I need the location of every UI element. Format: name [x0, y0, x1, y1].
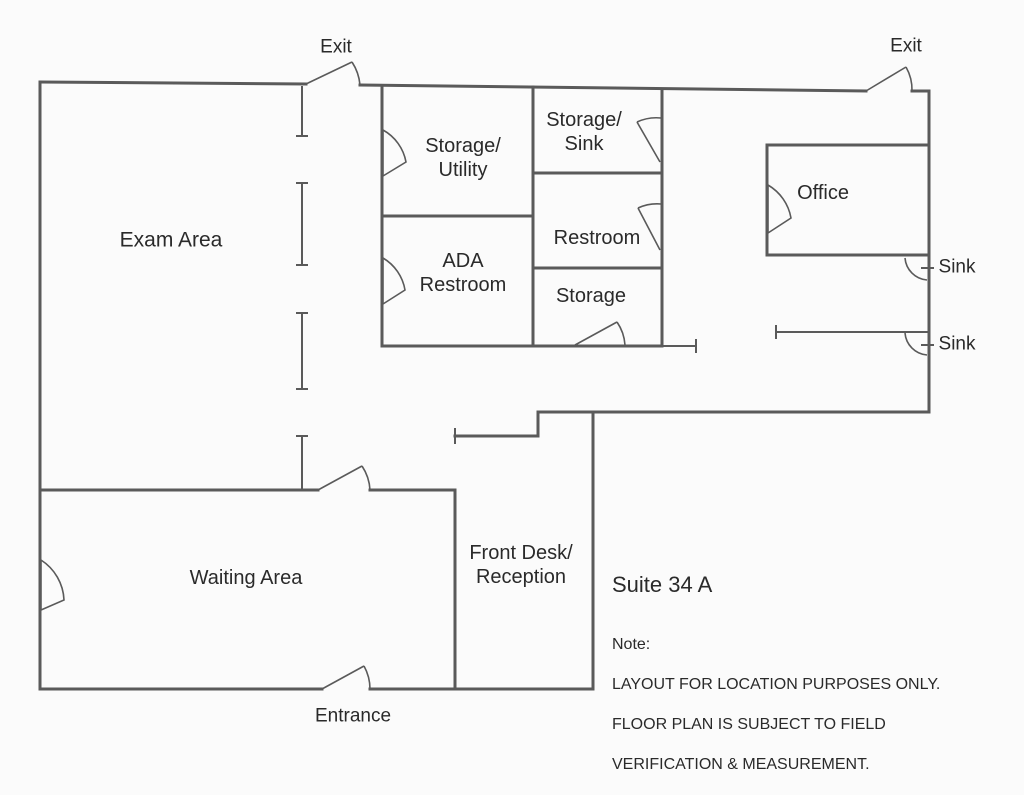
waiting-walls	[38, 488, 457, 691]
note-line-2: FLOOR PLAN IS SUBJECT TO FIELD	[612, 716, 886, 733]
office-walls	[765, 143, 931, 339]
note-block: Note: LAYOUT FOR LOCATION PURPOSES ONLY.…	[612, 615, 940, 795]
core-rooms	[380, 84, 697, 353]
office-label: Office	[797, 182, 849, 204]
note-line-1: LAYOUT FOR LOCATION PURPOSES ONLY.	[612, 676, 941, 693]
exit-right-label: Exit	[890, 35, 922, 57]
sink-label-2: Sink	[938, 333, 976, 355]
door-entrance	[321, 665, 371, 690]
exam-area-label: Exam Area	[119, 228, 223, 252]
ada-restroom-label: ADA Restroom	[419, 250, 507, 296]
sinks	[904, 257, 934, 356]
door-storage	[574, 321, 626, 346]
front-desk-label: Front Desk/ Reception	[469, 542, 573, 588]
door-office	[767, 184, 792, 234]
door-exit-left	[305, 61, 361, 86]
floor-plan	[38, 61, 934, 691]
restroom-label: Restroom	[553, 227, 641, 249]
door-waiting-left	[40, 559, 65, 611]
storage-sink-label: Storage/ Sink	[546, 109, 622, 155]
exit-left-label: Exit	[320, 36, 352, 58]
door-exit-right	[865, 66, 913, 92]
entrance-label: Entrance	[314, 705, 392, 727]
note-line-3: VERIFICATION & MEASUREMENT.	[612, 756, 870, 773]
storage-label: Storage	[555, 285, 627, 307]
waiting-area-label: Waiting Area	[189, 567, 303, 589]
suite-title: Suite 34 A	[612, 572, 713, 597]
exam-partition	[296, 86, 308, 490]
door-storage-utility	[382, 129, 407, 177]
note-heading: Note:	[612, 636, 651, 653]
door-exam-waiting	[317, 465, 371, 491]
outer-walls	[38, 80, 931, 691]
doors	[40, 61, 913, 690]
sink-label-1: Sink	[938, 256, 976, 278]
door-restroom	[637, 203, 662, 251]
storage-utility-label: Storage/ Utility	[425, 135, 501, 181]
door-storage-sink	[636, 116, 662, 163]
door-ada-restroom	[382, 257, 406, 305]
